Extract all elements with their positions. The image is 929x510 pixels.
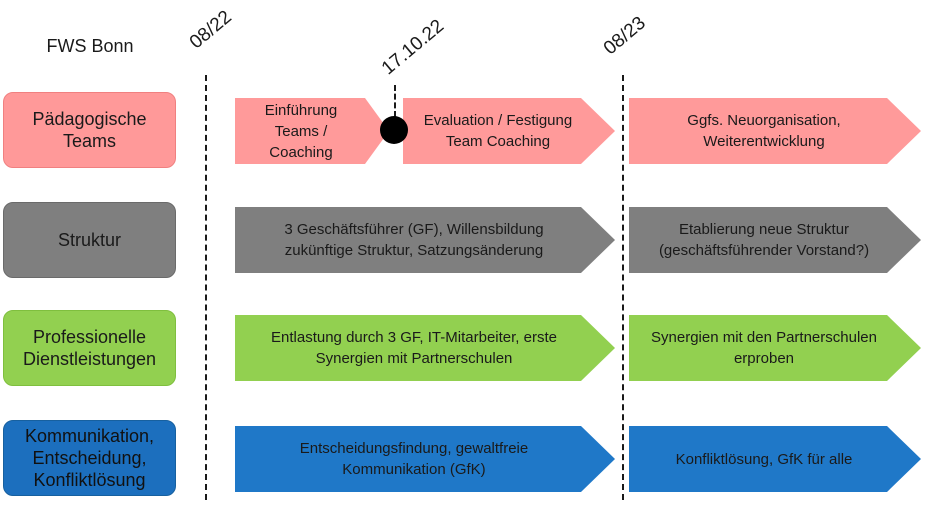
row-label-struktur: Struktur — [3, 202, 176, 278]
milestone-date-mid: 17.10.22 — [377, 15, 449, 80]
arrow-evaluation-festigung: Evaluation / Festigung Team Coaching — [403, 98, 615, 164]
milestone-date-start: 08/22 — [185, 6, 236, 54]
arrow-einfuehrung-teams-coaching: Einführung Teams / Coaching — [235, 98, 389, 164]
milestone-line-mid — [394, 85, 396, 117]
row-label-kommunikation: Kommunikation, Entscheidung, Konfliktlös… — [3, 420, 176, 496]
arrow-synergien-erproben: Synergien mit den Partnerschulen erprobe… — [629, 315, 921, 381]
row-label-professionelle-dienstleistungen: Professionelle Dienstleistungen — [3, 310, 176, 386]
milestone-date-end: 08/23 — [599, 12, 650, 60]
arrow-entscheidungsfindung-gfk: Entscheidungsfindung, gewaltfreie Kommun… — [235, 426, 615, 492]
row-label-paedagogische-teams: Pädagogische Teams — [3, 92, 176, 168]
milestone-dot — [380, 116, 408, 144]
arrow-geschaeftsfuehrer-willensbildung: 3 Geschäftsführer (GF), Willensbildung z… — [235, 207, 615, 273]
arrow-etablierung-neue-struktur: Etablierung neue Struktur (geschäftsführ… — [629, 207, 921, 273]
arrow-konfliktloesung-gfk: Konfliktlösung, GfK für alle — [629, 426, 921, 492]
milestone-line-start — [205, 75, 207, 500]
arrow-entlastung-synergien: Entlastung durch 3 GF, IT-Mitarbeiter, e… — [235, 315, 615, 381]
arrow-neuorganisation: Ggfs. Neuorganisation, Weiterentwicklung — [629, 98, 921, 164]
milestone-line-end — [622, 75, 624, 500]
organization-title: FWS Bonn — [46, 36, 134, 56]
